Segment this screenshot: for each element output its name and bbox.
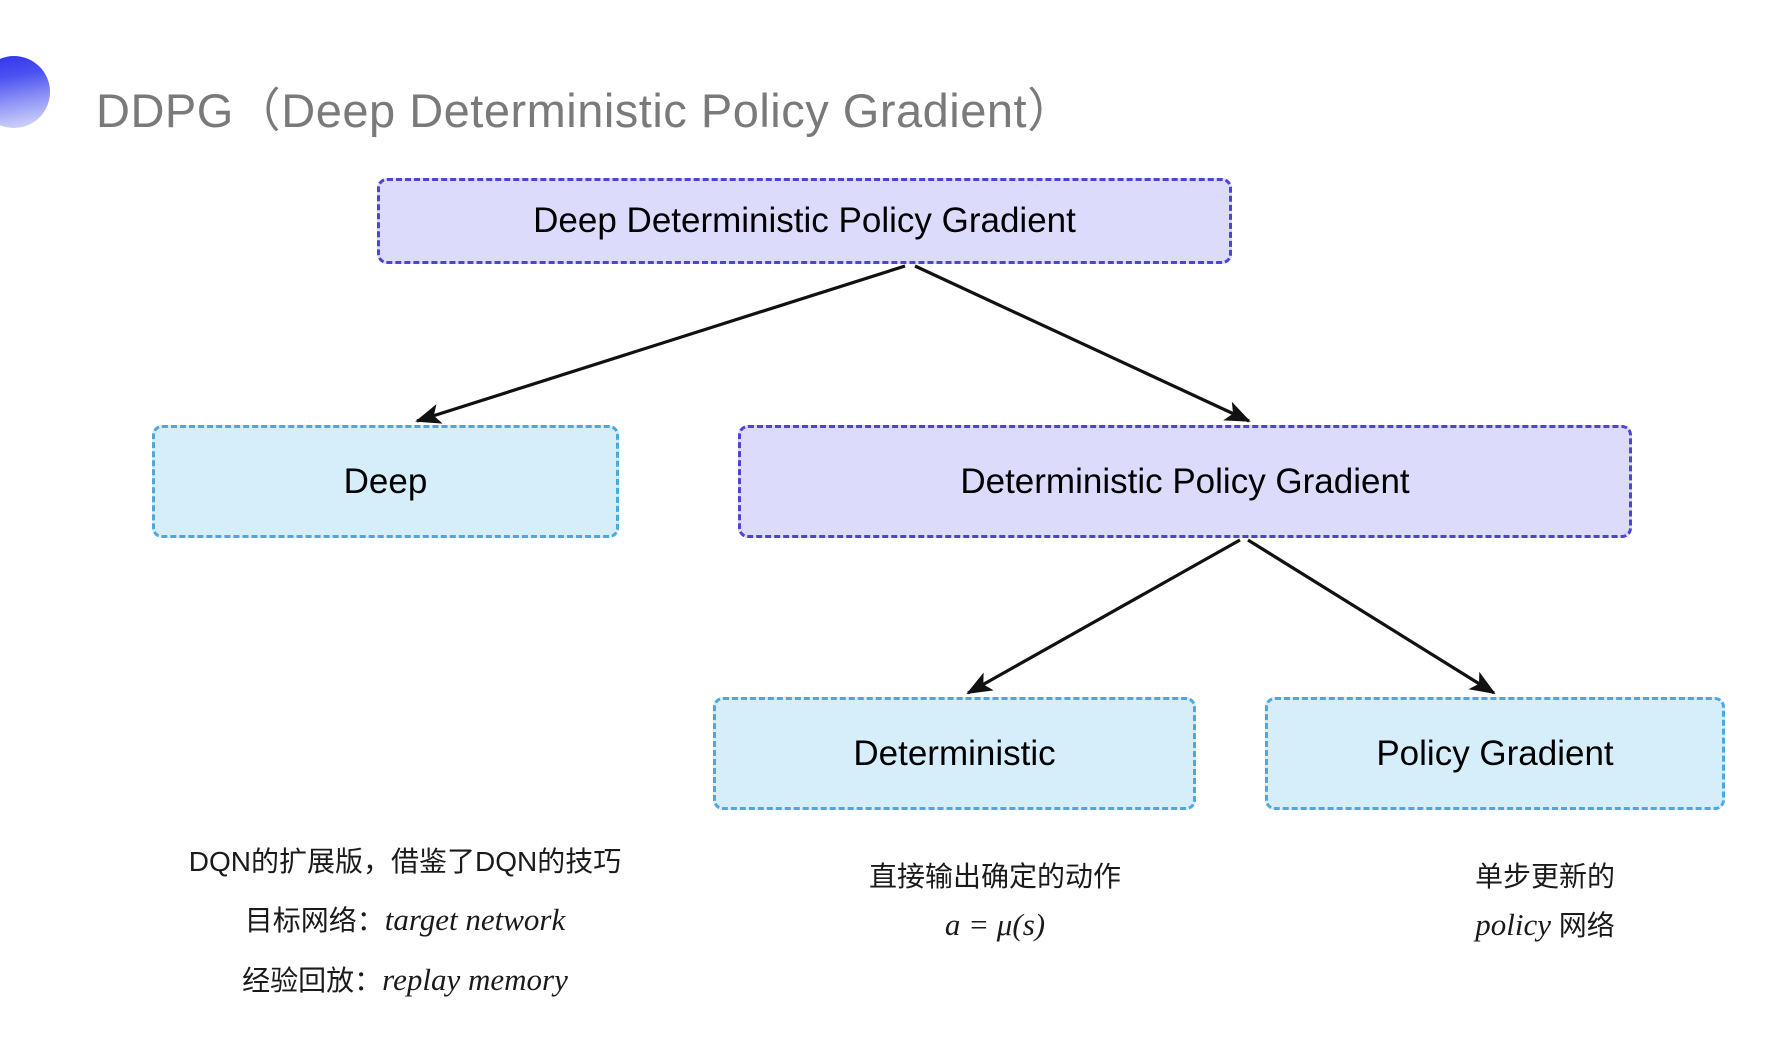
caption-deterministic-line1: 直接输出确定的动作 (868, 861, 1121, 892)
caption-policy-gradient-term: policy (1475, 906, 1551, 942)
caption-deep-line1: DQN的扩展版，借鉴了DQN的技巧 (188, 846, 622, 877)
node-deep[interactable]: Deep (152, 425, 619, 538)
caption-deep: DQN的扩展版，借鉴了DQN的技巧 目标网络：target network 经验… (150, 835, 660, 1010)
caption-policy-gradient-line2: policy 网络 (1330, 900, 1760, 950)
caption-policy-gradient: 单步更新的 policy 网络 (1330, 855, 1760, 949)
edge-root-to-deep (415, 264, 906, 424)
gradient-circle-bullet-icon (0, 56, 50, 128)
edge-dpg-to-policy-gradient (1247, 538, 1496, 695)
page-title: DDPG（Deep Deterministic Policy Gradient） (96, 84, 1075, 137)
caption-deep-line2: 目标网络：target network (150, 890, 660, 950)
edge-dpg-to-deterministic (966, 538, 1241, 695)
node-deterministic-policy-gradient[interactable]: Deterministic Policy Gradient (738, 425, 1632, 538)
node-deterministic[interactable]: Deterministic (713, 697, 1196, 810)
caption-deep-line2-label: 目标网络： (244, 904, 385, 936)
caption-policy-gradient-line1: 单步更新的 (1474, 861, 1615, 892)
caption-deep-line3-term: replay memory (382, 962, 568, 998)
caption-deep-line3: 经验回放：replay memory (150, 950, 660, 1010)
caption-deep-line3-label: 经验回放： (242, 965, 383, 997)
caption-deterministic: 直接输出确定的动作 a = μ(s) (770, 855, 1220, 949)
edge-root-to-dpg (914, 264, 1251, 423)
node-deep-deterministic-policy-gradient[interactable]: Deep Deterministic Policy Gradient (377, 178, 1232, 264)
node-policy-gradient[interactable]: Policy Gradient (1265, 697, 1725, 810)
caption-deep-line2-term: target network (384, 901, 566, 937)
caption-deterministic-formula: a = μ(s) (944, 906, 1046, 942)
caption-policy-gradient-suffix: 网络 (1550, 909, 1615, 941)
